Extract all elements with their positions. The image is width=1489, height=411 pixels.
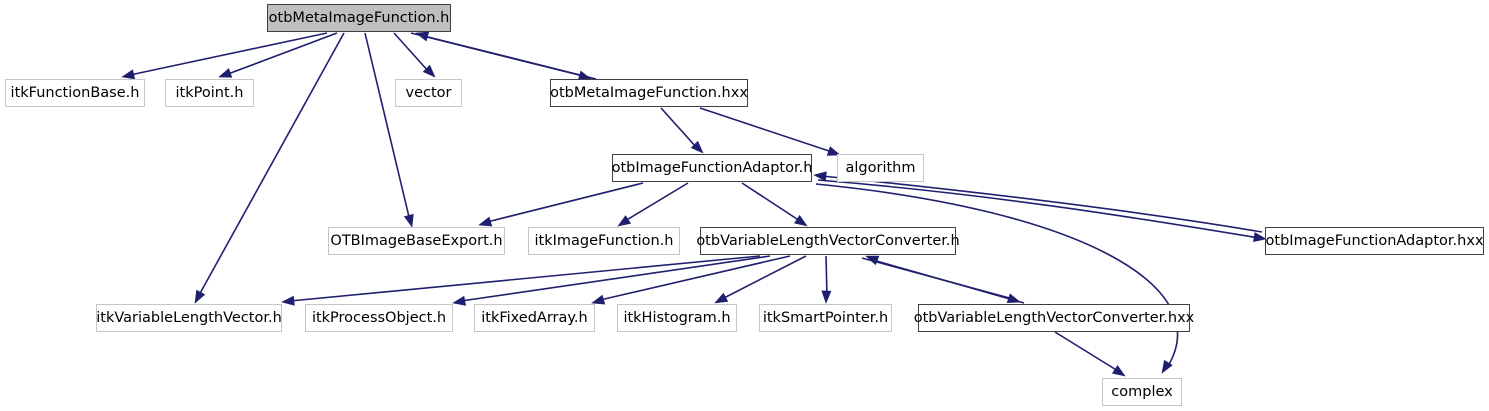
- edge-arrowhead: [865, 255, 880, 266]
- graph-node-itkVariableLengthVector-h[interactable]: itkVariableLengthVector.h: [96, 304, 282, 332]
- graph-node-label: itkProcessObject.h: [311, 309, 447, 326]
- graph-node-otbMetaImageFunction-h[interactable]: otbMetaImageFunction.h: [267, 4, 451, 32]
- graph-node-itkFunctionBase-h[interactable]: itkFunctionBase.h: [5, 79, 145, 107]
- graph-node-label: otbVariableLengthVectorConverter.h: [696, 232, 960, 249]
- graph-edge-vlvc-to-itkFixedArray: [599, 255, 791, 301]
- graph-edge-adaptorh-to-OTBImageBaseExp: [486, 182, 644, 223]
- graph-edge-vlvchxx-to-complex: [1054, 331, 1119, 372]
- graph-edge-vlvchxx-to-vlvc: [872, 259, 1025, 304]
- graph-edge-adaptorh-to-itkImageFunction: [624, 182, 689, 222]
- graph-edge-root-to-itkFunctionBase: [129, 32, 328, 76]
- graph-edge-vlvc-to-itkHistogram: [721, 255, 807, 300]
- edges-group: [121, 31, 1267, 377]
- graph-edge-root-to-itkVariableLengthVec: [197, 32, 345, 298]
- graph-node-otbVariableLengthVectorConverter-h[interactable]: otbVariableLengthVectorConverter.h: [696, 227, 960, 255]
- graph-node-itkSmartPointer-h[interactable]: itkSmartPointer.h: [759, 304, 892, 332]
- edge-arrowhead: [422, 64, 436, 78]
- graph-node-label: otbVariableLengthVectorConverter.hxx: [913, 309, 1195, 326]
- graph-node-label: vector: [405, 84, 452, 101]
- graph-edge-adaptorh-to-vlvconverter: [741, 182, 801, 222]
- graph-edge-root-to-vector: [393, 32, 430, 73]
- graph-node-itkHistogram-h[interactable]: itkHistogram.h: [617, 304, 737, 332]
- edge-arrowhead: [194, 289, 206, 304]
- edge-arrowhead: [821, 290, 832, 304]
- graph-node-label: itkPoint.h: [175, 84, 244, 101]
- graph-node-label: itkFunctionBase.h: [10, 84, 140, 101]
- edge-arrowhead: [415, 31, 430, 42]
- graph-node-itkPoint-h[interactable]: itkPoint.h: [165, 79, 254, 107]
- graph-node-otbVariableLengthVectorConverter-hxx[interactable]: otbVariableLengthVectorConverter.hxx: [914, 304, 1194, 332]
- graph-node-label: otbMetaImageFunction.h: [268, 9, 450, 26]
- edge-arrowhead: [690, 140, 704, 154]
- graph-node-label: itkImageFunction.h: [534, 232, 674, 249]
- edge-arrowhead: [591, 294, 606, 305]
- graph-node-label: itkHistogram.h: [623, 309, 731, 326]
- graph-node-label: itkVariableLengthVector.h: [96, 309, 282, 326]
- edge-arrowhead: [1161, 359, 1173, 374]
- graph-node-vector[interactable]: vector: [395, 79, 462, 107]
- edge-arrowhead: [452, 295, 467, 306]
- edge-arrowhead: [617, 215, 632, 227]
- graph-node-otbImageFunctionAdaptor-hxx[interactable]: otbImageFunctionAdaptor.hxx: [1265, 227, 1484, 255]
- graph-node-label: itkFixedArray.h: [481, 309, 588, 326]
- edge-arrowhead: [714, 292, 729, 304]
- edge-arrowhead: [826, 146, 841, 156]
- edge-arrowhead: [1111, 365, 1126, 377]
- graph-edge-root-to-itkPoint: [227, 32, 338, 75]
- graph-node-label: algorithm: [845, 159, 916, 176]
- graph-node-otbMetaImageFunction-hxx[interactable]: otbMetaImageFunction.hxx: [550, 79, 748, 107]
- graph-edge-adaptorh-to-complex: [815, 183, 1179, 367]
- graph-node-complex[interactable]: complex: [1102, 378, 1182, 406]
- edge-arrowhead: [218, 68, 233, 78]
- edge-arrowhead: [793, 214, 808, 227]
- graph-node-label: itkSmartPointer.h: [762, 309, 889, 326]
- graph-node-label: otbImageFunctionAdaptor.h: [611, 159, 813, 176]
- graph-node-OTBImageBaseExport-h[interactable]: OTBImageBaseExport.h: [328, 227, 505, 255]
- graph-edge-vlvc-to-itkProcessObject: [460, 255, 771, 302]
- graph-node-label: OTBImageBaseExport.h: [330, 232, 503, 249]
- graph-node-label: otbMetaImageFunction.hxx: [550, 84, 748, 101]
- graph-node-itkProcessObject-h[interactable]: itkProcessObject.h: [305, 304, 453, 332]
- graph-node-otbImageFunctionAdaptor-h[interactable]: otbImageFunctionAdaptor.h: [612, 154, 812, 182]
- graph-edge-metahxx-to-algorithm: [699, 107, 833, 153]
- graph-node-algorithm[interactable]: algorithm: [837, 154, 924, 182]
- graph-node-label: otbImageFunctionAdaptor.hxx: [1265, 232, 1484, 249]
- edge-arrowhead: [403, 213, 414, 228]
- graph-node-itkImageFunction-h[interactable]: itkImageFunction.h: [528, 227, 680, 255]
- edge-arrowhead: [121, 69, 136, 80]
- graph-node-label: complex: [1111, 383, 1173, 400]
- edge-arrowhead: [813, 171, 827, 182]
- graph-edge-metahxx-to-adaptorh: [660, 107, 698, 149]
- edge-arrowhead: [281, 295, 295, 306]
- graph-node-itkFixedArray-h[interactable]: itkFixedArray.h: [474, 304, 595, 332]
- edge-arrowhead: [1253, 232, 1267, 243]
- graph-edge-root-to-OTBImageBaseExport: [364, 32, 411, 222]
- graph-edge-adaptorh-to-adaptorhxx: [817, 179, 1260, 239]
- graph-edge-vlvc-to-itkVariableLengthVec: [289, 255, 761, 302]
- graph-edge-metahxx-to-root-up: [423, 35, 597, 80]
- edge-arrowhead: [478, 216, 493, 227]
- graph-edge-vlvc-to-itkSmartPointer: [825, 255, 828, 298]
